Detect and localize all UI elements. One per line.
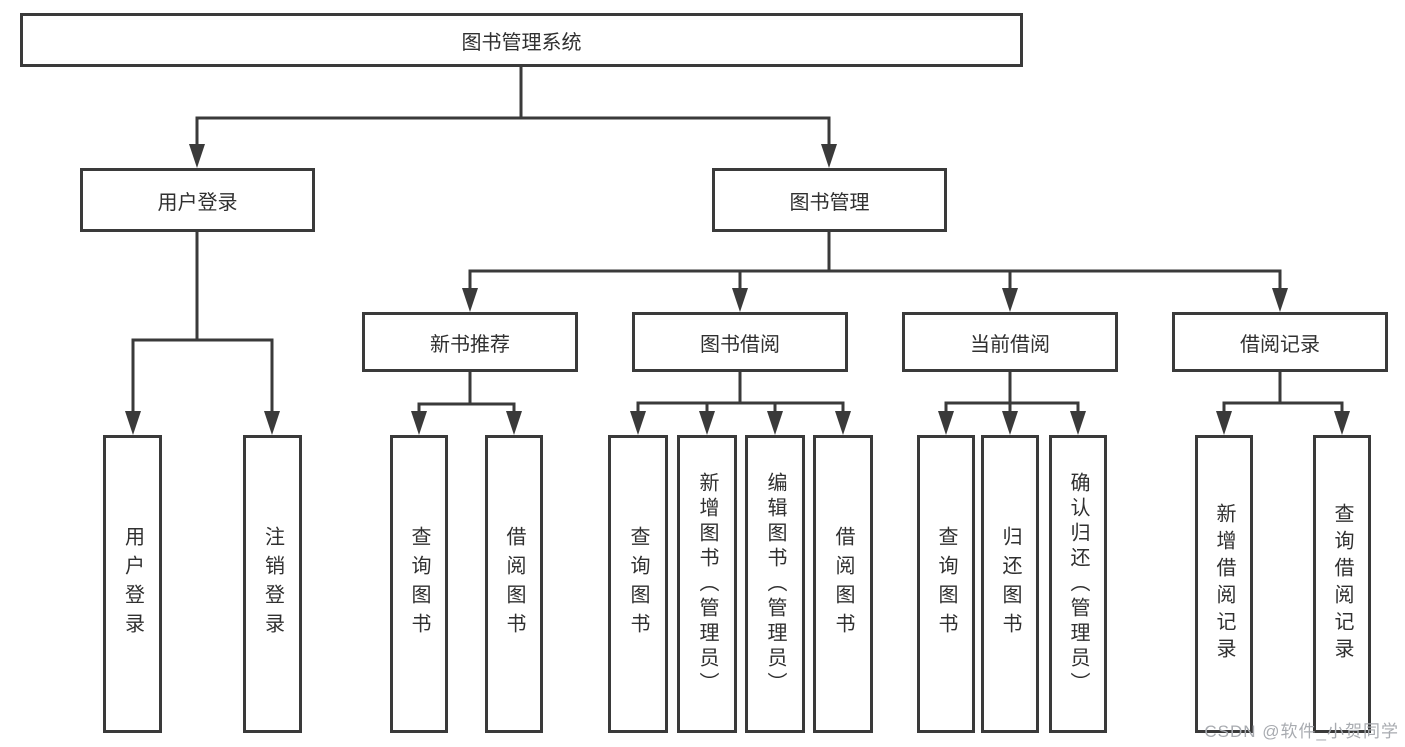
leaf-query-borrow-record: 查询借阅记录 [1313,435,1371,733]
connector-book-management-children [462,232,1288,312]
node-new-book-recommend: 新书推荐 [362,312,578,372]
leaf-add-book-admin: 新增图书（管理员） [677,435,737,733]
node-user-login: 用户登录 [80,168,315,232]
leaf-return-book: 归还图书 [981,435,1039,733]
node-book-management: 图书管理 [712,168,947,232]
leaf-user-login: 用户登录 [103,435,162,733]
leaf-edit-book-admin: 编辑图书（管理员） [745,435,805,733]
connector-new-book-children [411,372,522,435]
leaf-query-books: 查询图书 [390,435,448,733]
node-borrow-records: 借阅记录 [1172,312,1388,372]
connector-root-to-level2 [189,67,837,168]
csdn-watermark: CSDN @软件_小贺同学 [1204,722,1399,741]
leaf-confirm-return-admin: 确认归还（管理员） [1049,435,1107,733]
leaf-add-borrow-record: 新增借阅记录 [1195,435,1253,733]
node-library-management-system: 图书管理系统 [20,13,1023,67]
leaf-logout: 注销登录 [243,435,302,733]
connector-current-borrow-children [938,372,1086,435]
leaf-borrow-books: 借阅图书 [485,435,543,733]
node-current-borrow: 当前借阅 [902,312,1118,372]
leaf-current-query-books: 查询图书 [917,435,975,733]
leaf-borrow-book: 借阅图书 [813,435,873,733]
node-book-borrow: 图书借阅 [632,312,848,372]
connector-borrow-records-children [1216,372,1350,435]
connector-book-borrow-children [630,372,851,435]
connector-user-login-children [125,232,280,435]
leaf-borrow-query-books: 查询图书 [608,435,668,733]
